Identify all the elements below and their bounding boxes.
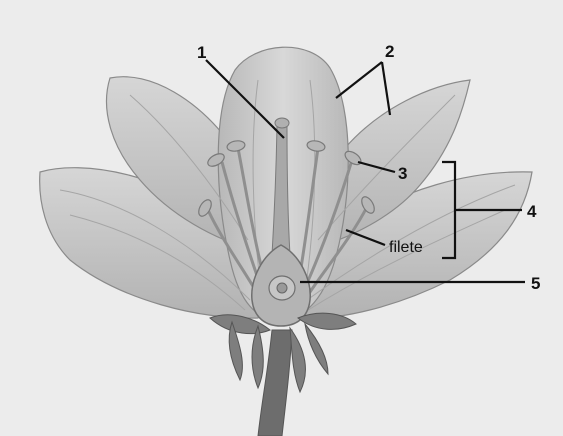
label-filete: filete xyxy=(389,239,423,256)
label-3: 3 xyxy=(398,164,407,183)
ovule-center xyxy=(277,283,287,293)
label-5: 5 xyxy=(531,274,540,293)
label-2: 2 xyxy=(385,42,394,61)
leader-2b xyxy=(382,62,390,115)
label-1: 1 xyxy=(197,43,206,62)
stigma xyxy=(275,118,289,128)
stem xyxy=(258,330,292,436)
leader-2a xyxy=(336,62,382,98)
label-4: 4 xyxy=(527,202,537,221)
